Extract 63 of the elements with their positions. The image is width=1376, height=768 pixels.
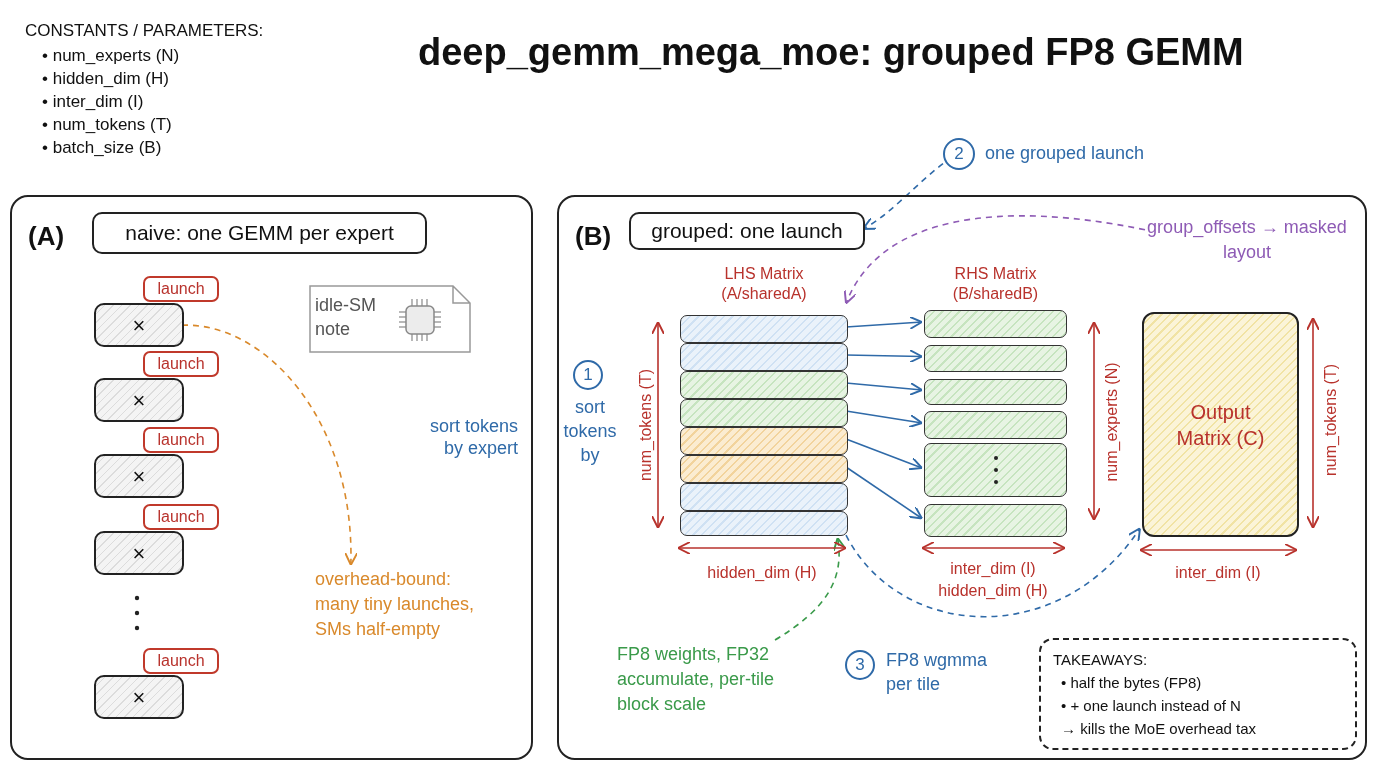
matrix-row (924, 379, 1067, 405)
annotation-text: sort tokens by expert (428, 415, 518, 459)
diagram-title: deep_gemm_mega_moe: grouped FP8 GEMM (418, 30, 1244, 75)
output-matrix: Output Matrix (C) (1142, 312, 1299, 537)
dimension-label: inter_dim (I) (1174, 563, 1262, 583)
section-title-box: naive: one GEMM per expert (92, 212, 427, 254)
step-caption: one grouped launch (985, 142, 1146, 165)
launch-tag: launch (143, 276, 219, 302)
parameter-text: • batch_size (B) (42, 137, 163, 159)
parameter-text: CONSTANTS / PARAMETERS: (25, 20, 265, 42)
panel-label: (A) (28, 220, 65, 253)
annotation-text: group_offsets → masked layout (1147, 215, 1347, 271)
takeaway-item: • half the bytes (FP8) (1060, 673, 1203, 693)
matrix-row (680, 371, 848, 399)
dashed-arrow (774, 537, 846, 641)
matrix-row (680, 343, 848, 371)
expert-box: × (94, 675, 184, 719)
expert-box: × (94, 454, 184, 498)
launch-tag: launch (143, 648, 219, 674)
matrix-row (680, 315, 848, 343)
dimension-label: inter_dim (I) (949, 559, 1037, 579)
matrix-row (680, 455, 848, 483)
parameter-text: • hidden_dim (H) (42, 68, 170, 90)
annotation-text: overhead-bound: many tiny launches, SMs half-empty (315, 567, 487, 642)
section-title-box: grouped: one launch (629, 212, 865, 250)
matrix-row (924, 504, 1067, 537)
dimension-label: hidden_dim (H) (937, 581, 1049, 601)
parameter-text: • num_experts (N) (42, 45, 181, 67)
parameter-text: • num_tokens (T) (42, 114, 173, 136)
matrix-title: RHS Matrix (B/sharedB) (951, 264, 1040, 304)
matrix-row (680, 483, 848, 511)
dashed-arrow (845, 215, 1146, 305)
launch-tag: launch (143, 427, 219, 453)
matrix-row (924, 411, 1067, 439)
annotation-text: FP8 weights, FP32 accumulate, per-tile block scale (617, 642, 817, 720)
matrix-row (680, 511, 848, 536)
matrix-row (924, 310, 1067, 338)
dimension-label: num_tokens (T) (636, 368, 655, 484)
matrix-row (924, 345, 1067, 372)
dimension-label: num_experts (N) (1102, 361, 1121, 484)
launch-tag: launch (143, 504, 219, 530)
matrix-row (680, 427, 848, 455)
expert-box: × (94, 303, 184, 347)
parameter-text: • inter_dim (I) (42, 91, 145, 113)
dimension-label: hidden_dim (H) (706, 563, 818, 583)
matrix-title: LHS Matrix (A/sharedA) (720, 264, 808, 304)
expert-box: × (94, 378, 184, 422)
expert-box: × (94, 531, 184, 575)
dashed-arrow (845, 527, 1141, 618)
takeaways-heading: TAKEAWAYS: (1053, 650, 1149, 670)
matrix-row (924, 443, 1067, 497)
note-text: idle-SM note (315, 294, 377, 341)
dimension-label: num_tokens (T) (1321, 363, 1340, 479)
matrix-row (680, 399, 848, 427)
launch-tag: launch (143, 351, 219, 377)
step-caption: sort tokens by (562, 396, 618, 467)
takeaways-box (1039, 638, 1357, 750)
step-caption: FP8 wgmma per tile (886, 649, 989, 696)
takeaway-item: → kills the MoE overhead tax (1060, 719, 1258, 739)
panel (10, 195, 533, 760)
panel (557, 195, 1367, 760)
panel-label: (B) (575, 220, 612, 253)
takeaway-item: • + one launch instead of N (1060, 696, 1242, 716)
